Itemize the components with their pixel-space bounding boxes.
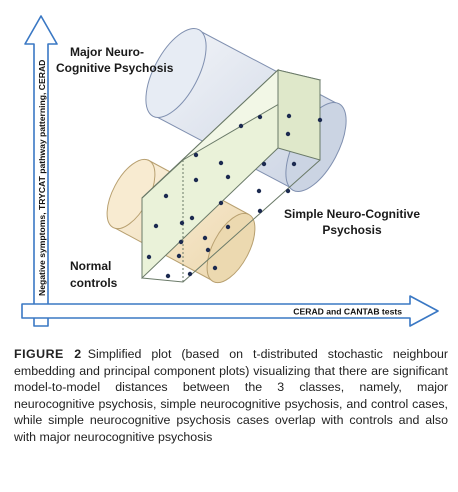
data-point (202, 235, 208, 241)
y-axis: Negative symptoms, TRYCAT pathway patter… (24, 15, 58, 327)
data-point (165, 273, 171, 279)
y-axis-arrow (24, 15, 58, 327)
label-normal-line1: Normal (70, 259, 111, 273)
data-point (225, 174, 231, 180)
caption-label: FIGURE 2 (14, 347, 82, 361)
label-major: Major Neuro- Cognitive Psychosis (56, 45, 174, 75)
caption-text: Simplified plot (based on t-distributed … (14, 347, 448, 444)
data-point (163, 193, 169, 199)
data-point (193, 177, 199, 183)
x-axis: CERAD and CANTAB tests (21, 295, 439, 327)
data-point (193, 152, 199, 158)
data-point (238, 123, 244, 129)
label-normal-line2: controls (70, 276, 118, 290)
label-simple-line1: Simple Neuro-Cognitive (284, 207, 420, 221)
data-point (205, 247, 211, 253)
data-point (286, 113, 292, 119)
data-point (285, 131, 291, 137)
label-simple: Simple Neuro-Cognitive Psychosis (284, 207, 420, 237)
data-point (153, 223, 159, 229)
data-point (187, 271, 193, 277)
data-point (189, 215, 195, 221)
data-point (146, 254, 152, 260)
prism-simple (141, 68, 322, 283)
data-points (146, 113, 323, 279)
data-point (256, 188, 262, 194)
cylinder-normal-end (206, 212, 256, 284)
data-point (225, 224, 231, 230)
data-point (257, 114, 263, 120)
label-major-line1: Major Neuro- (70, 45, 144, 59)
data-point (291, 161, 297, 167)
label-major-line2: Cognitive Psychosis (56, 61, 174, 75)
data-point (218, 200, 224, 206)
data-point (179, 220, 185, 226)
x-axis-arrow (21, 295, 439, 327)
data-point (285, 188, 291, 194)
data-point (176, 253, 182, 259)
data-point (257, 208, 263, 214)
data-point (261, 161, 267, 167)
label-normal: Normal controls (70, 259, 118, 290)
label-simple-line2: Psychosis (322, 223, 382, 237)
x-axis-label: CERAD and CANTAB tests (293, 307, 402, 317)
figure-diagram: Negative symptoms, TRYCAT pathway patter… (21, 15, 439, 327)
data-point (218, 160, 224, 166)
data-point (212, 265, 218, 271)
y-axis-label: Negative symptoms, TRYCAT pathway patter… (37, 60, 47, 296)
prism-simple-end (277, 69, 321, 161)
data-point (178, 239, 184, 245)
data-point (317, 117, 323, 123)
cylinder-major-cap (145, 28, 207, 118)
